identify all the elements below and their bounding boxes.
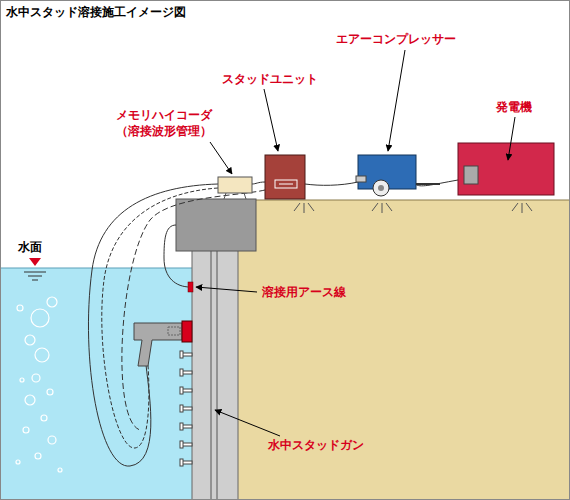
part-label: 溶接用アース線 — [262, 285, 346, 299]
part-label: 水中スタッドガン — [268, 438, 364, 452]
water-surface-label: 水面 — [18, 240, 42, 254]
part-label: 発電機 — [496, 100, 532, 114]
part-label: エアーコンプレッサー — [336, 32, 456, 46]
part-label: スタッドユニット — [222, 72, 318, 86]
part-label: メモリハイコーダ — [116, 108, 212, 122]
diagram-title: 水中スタッド溶接施工イメージ図 — [6, 5, 186, 19]
part-note: （溶接波形管理） — [116, 124, 212, 138]
